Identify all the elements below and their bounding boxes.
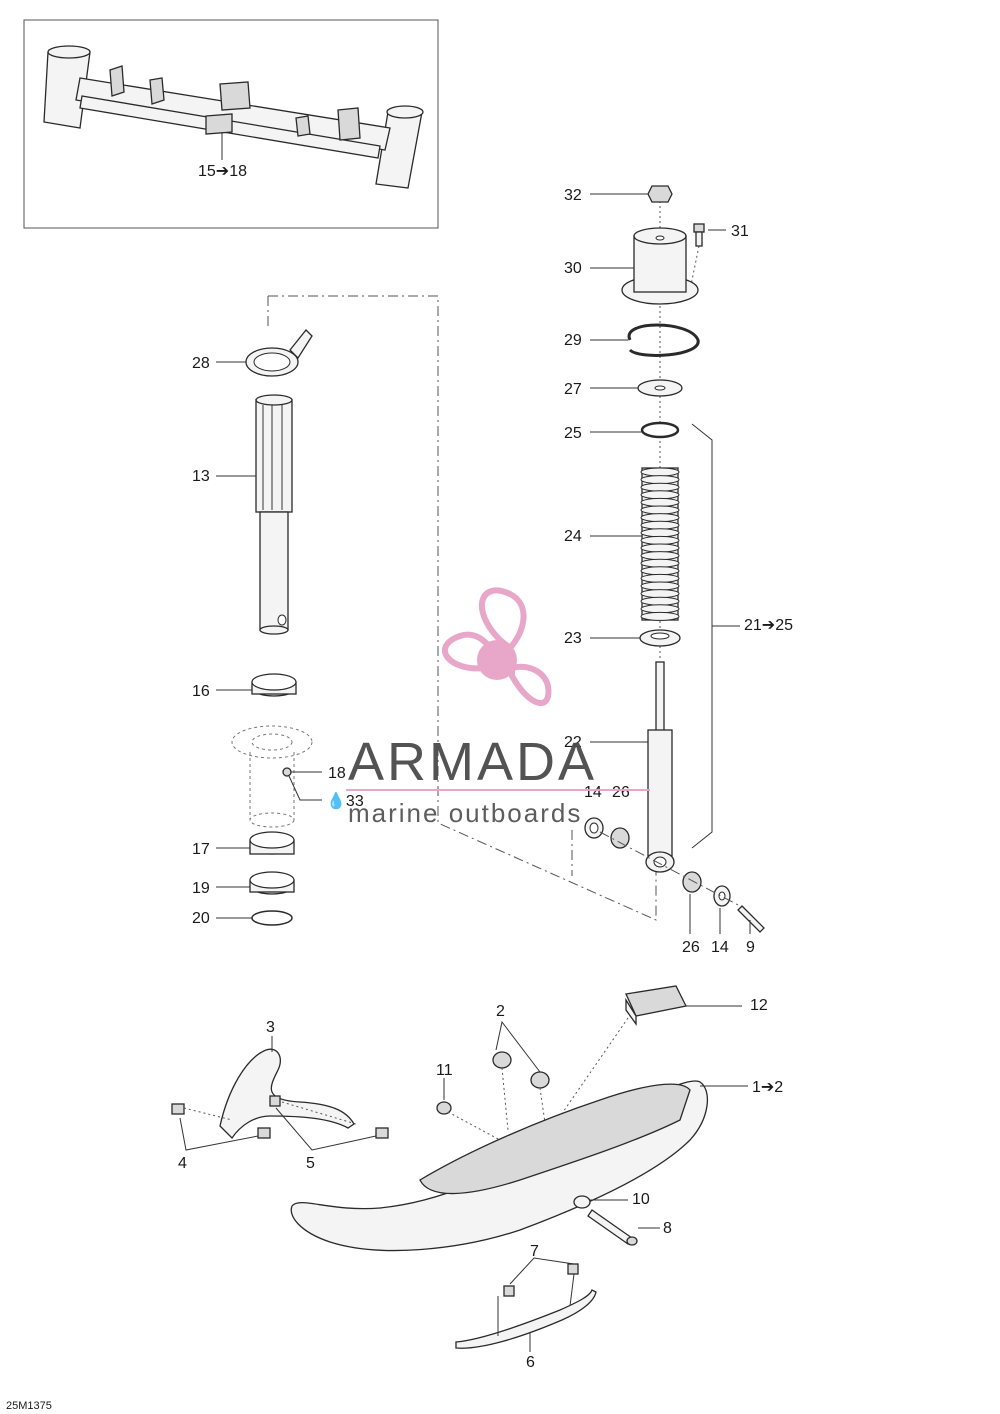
spring-coil	[640, 513, 680, 523]
callout-7: 7	[530, 1243, 539, 1260]
callout-labels: 32 31 30 29 27 25 24 23 21➔25 22 14 26 2…	[6, 187, 793, 1412]
callout-10: 10	[632, 1191, 650, 1208]
callout-25: 25	[564, 425, 582, 442]
watermark-tagline: marine outboards	[348, 798, 582, 828]
drawing-code: 25M1375	[6, 1400, 52, 1412]
spring-coil	[640, 589, 680, 599]
spring-coil	[640, 535, 680, 545]
callout-3: 3	[266, 1019, 275, 1036]
callout-17: 17	[192, 841, 210, 858]
callout-20: 20	[192, 910, 210, 927]
callout-28: 28	[192, 355, 210, 372]
callout-8: 8	[663, 1220, 672, 1237]
callout-9: 9	[746, 939, 755, 956]
spring-coil	[640, 558, 680, 568]
callout-13: 13	[192, 468, 210, 485]
callout-18: 18	[328, 765, 346, 782]
spring-coil	[640, 573, 680, 583]
spring-coil	[640, 482, 680, 492]
callout-6: 6	[526, 1354, 535, 1371]
spring-coil	[640, 566, 680, 576]
spindle-group	[216, 295, 657, 926]
callout-12: 12	[750, 997, 768, 1014]
callout-26-right: 26	[682, 939, 700, 956]
callout-14-right: 14	[711, 939, 729, 956]
spring-coil	[640, 475, 680, 485]
callout-21-25: 21➔25	[744, 617, 793, 634]
callout-1-2: 1➔2	[752, 1079, 783, 1096]
spring-coil	[640, 467, 680, 477]
spring-coil	[640, 520, 680, 530]
callout-24: 24	[564, 528, 582, 545]
callout-26-left: 26	[612, 784, 630, 801]
spring-coil	[640, 611, 680, 621]
callout-27: 27	[564, 381, 582, 398]
spring-coil	[640, 505, 680, 515]
spring-coil	[640, 596, 680, 606]
watermark: ARMADA marine outboards	[346, 587, 650, 828]
callout-16: 16	[192, 683, 210, 700]
spring-coil	[640, 551, 680, 561]
watermark-brand: ARMADA	[348, 732, 597, 792]
callout-4: 4	[178, 1155, 187, 1172]
callout-32: 32	[564, 187, 582, 204]
propeller-logo	[442, 587, 552, 706]
callout-33: 💧33	[326, 791, 364, 810]
callout-15-18: 15➔18	[198, 163, 247, 180]
spring-coil	[640, 490, 680, 500]
shock-group	[571, 185, 765, 934]
callout-2: 2	[496, 1003, 505, 1020]
callout-14-left: 14	[584, 784, 602, 801]
callout-23: 23	[564, 630, 582, 647]
callout-22: 22	[564, 734, 582, 751]
callout-5: 5	[306, 1155, 315, 1172]
callout-29: 29	[564, 332, 582, 349]
spring-coil	[640, 581, 680, 591]
spring-coil	[640, 528, 680, 538]
spring-coil	[640, 497, 680, 507]
ski-group	[171, 985, 748, 1352]
spring-part	[640, 467, 680, 621]
callout-11: 11	[436, 1062, 453, 1079]
spring-coil	[640, 604, 680, 614]
callout-31: 31	[731, 223, 749, 240]
spring-coil	[640, 543, 680, 553]
callout-19: 19	[192, 880, 210, 897]
inset-frame-assembly: 15➔18	[23, 19, 439, 229]
callout-30: 30	[564, 260, 582, 277]
